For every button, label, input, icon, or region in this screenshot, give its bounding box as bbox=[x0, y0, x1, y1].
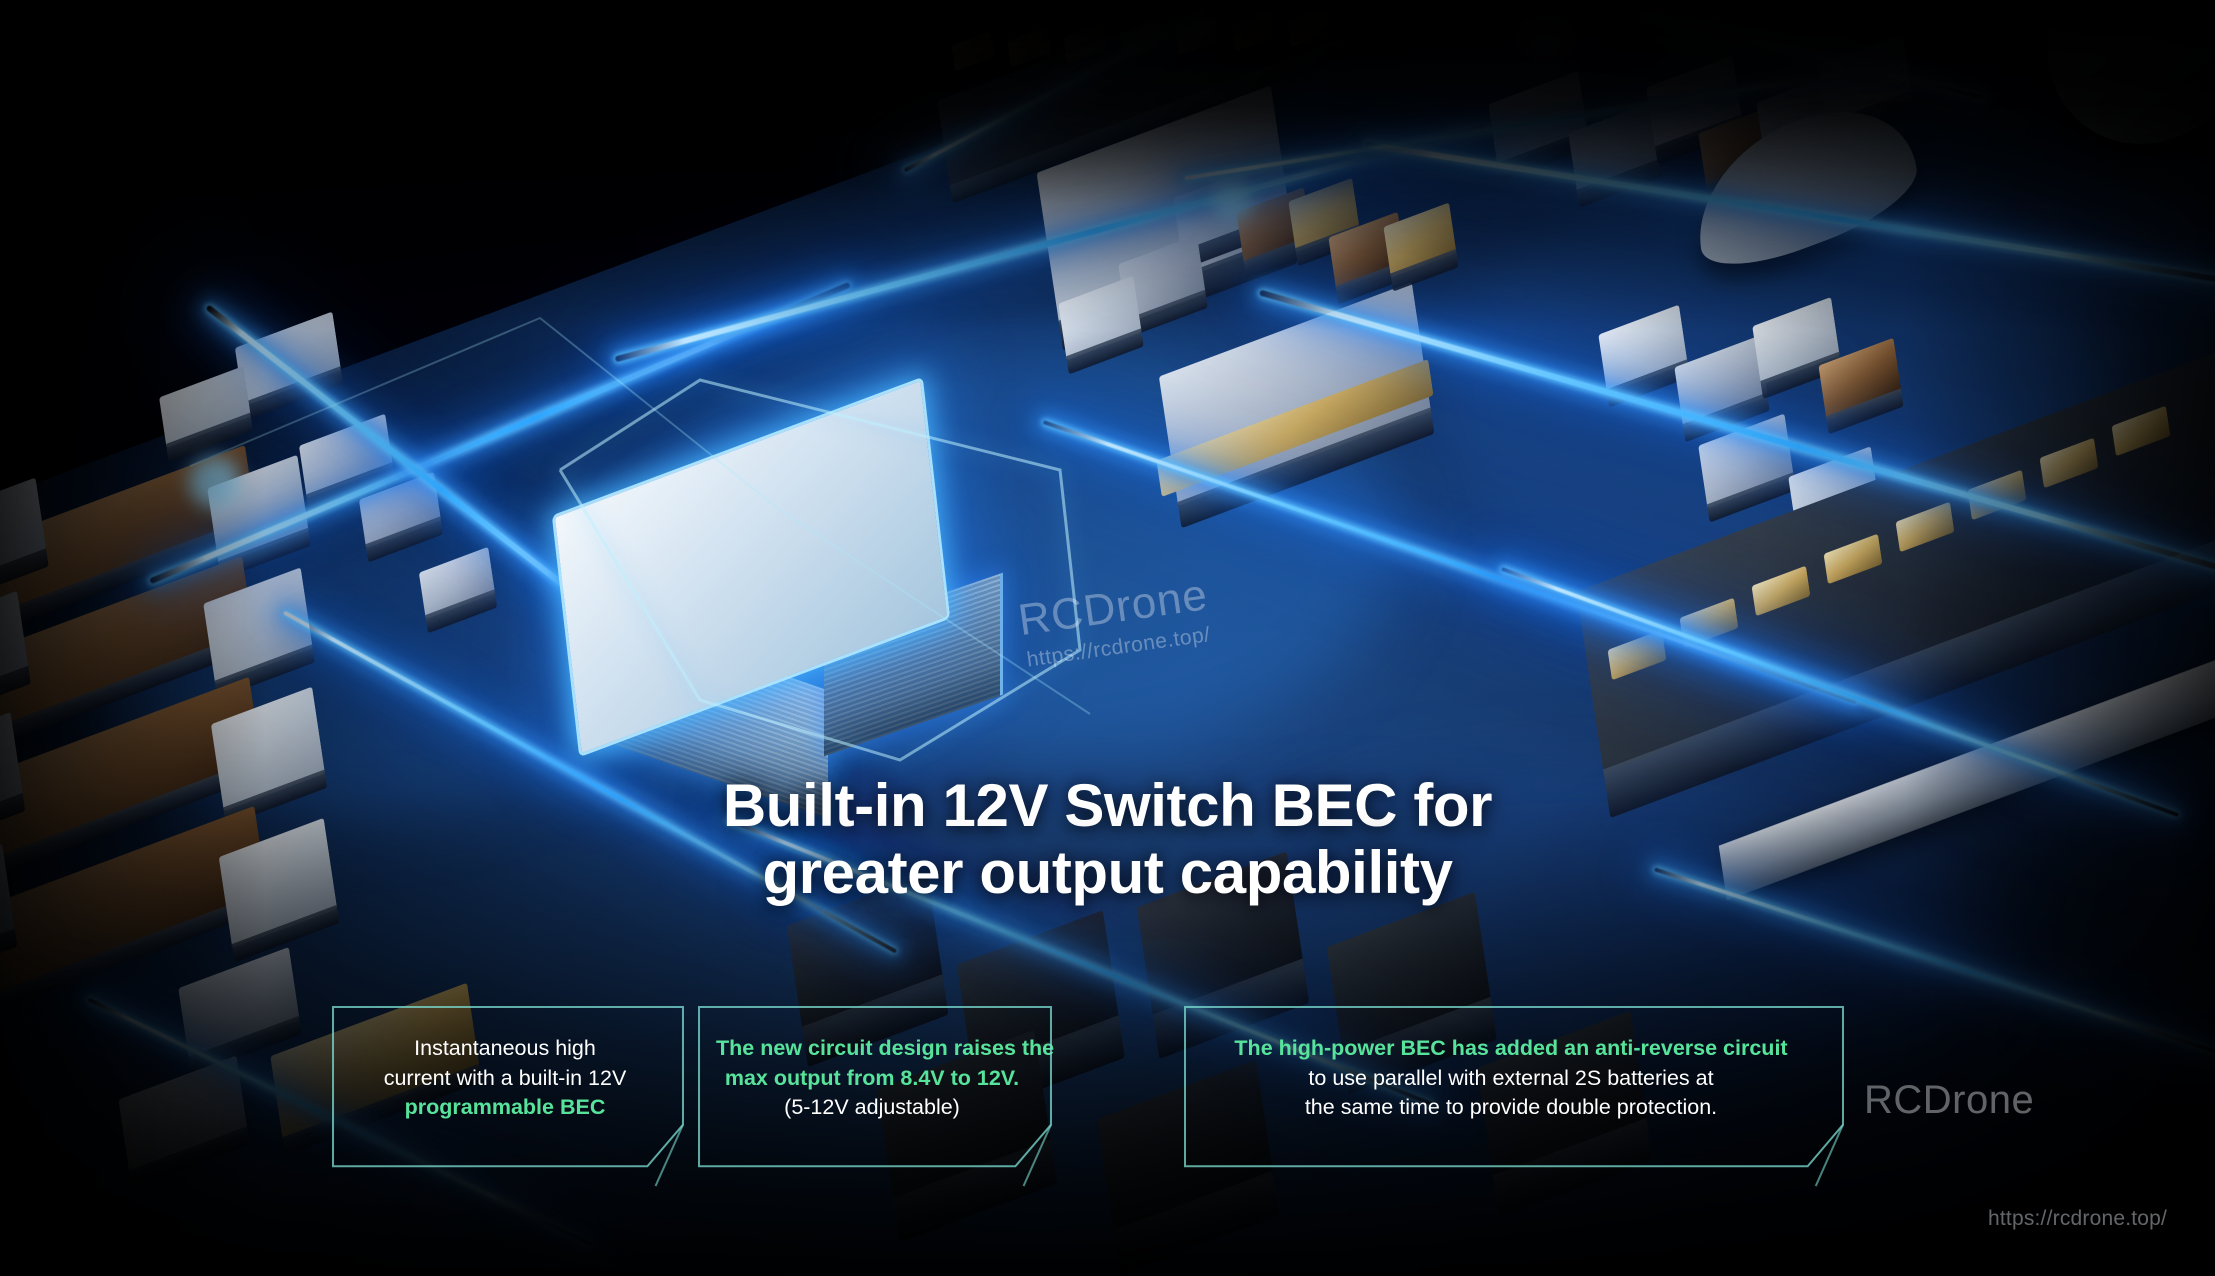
watermark-url-bottom: https://rcdrone.top/ bbox=[1988, 1207, 2168, 1230]
headline-line-2: greater output capability bbox=[762, 839, 1453, 907]
feature-box-1-frame bbox=[332, 1006, 684, 1187]
feature-box-3: The high-power BEC has added an anti-rev… bbox=[1184, 1006, 1844, 1187]
feature-box-row: Instantaneous high current with a built-… bbox=[0, 1006, 2215, 1187]
bec-chip-cube bbox=[426, 342, 1186, 902]
pin-pad-t1 bbox=[951, 30, 995, 72]
headline-line-1: Built-in 12V Switch BEC for bbox=[722, 772, 1493, 839]
feature-box-1: Instantaneous high current with a built-… bbox=[332, 1006, 684, 1187]
feature-box-2: The new circuit design raises the max ou… bbox=[698, 1006, 1054, 1187]
feature-box-3-frame bbox=[1184, 1006, 1844, 1187]
feature-box-2-frame bbox=[698, 1006, 1052, 1187]
smd-midleft-5 bbox=[159, 365, 254, 463]
page-title: Built-in 12V Switch BEC for greater outp… bbox=[0, 772, 2215, 906]
